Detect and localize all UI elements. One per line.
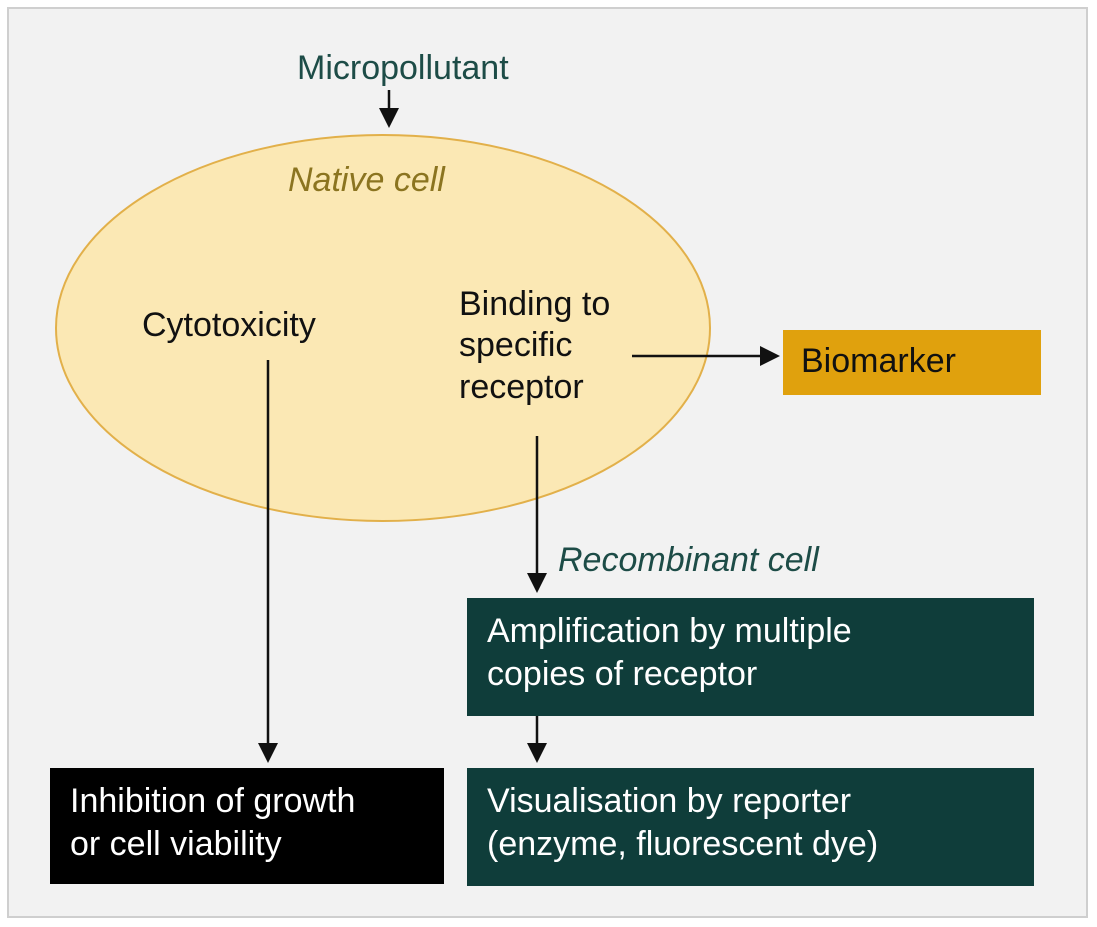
amplification-line-2: copies of receptor (487, 654, 758, 693)
native-cell-shape (55, 134, 711, 522)
amplification-box: Amplification by multiple copies of rece… (467, 598, 1034, 716)
binding-receptor-label: Binding to specific receptor (459, 284, 610, 408)
binding-line-1: Binding to (459, 285, 611, 323)
recombinant-cell-label: Recombinant cell (558, 541, 819, 579)
cytotoxicity-label: Cytotoxicity (142, 306, 316, 344)
biomarker-box: Biomarker (783, 330, 1041, 395)
inhibition-box: Inhibition of growth or cell viability (50, 768, 444, 884)
binding-line-3: receptor (459, 367, 584, 406)
visualisation-box: Visualisation by reporter (enzyme, fluor… (467, 768, 1034, 886)
inhibition-line-2: or cell viability (70, 824, 282, 863)
visualisation-line-1: Visualisation by reporter (487, 782, 852, 820)
biomarker-label: Biomarker (801, 342, 956, 380)
native-cell-label: Native cell (288, 161, 445, 199)
binding-line-2: specific (459, 326, 573, 365)
amplification-line-1: Amplification by multiple (487, 612, 852, 650)
micropollutant-label: Micropollutant (297, 49, 509, 87)
inhibition-line-1: Inhibition of growth (70, 782, 356, 820)
visualisation-line-2: (enzyme, fluorescent dye) (487, 824, 879, 863)
